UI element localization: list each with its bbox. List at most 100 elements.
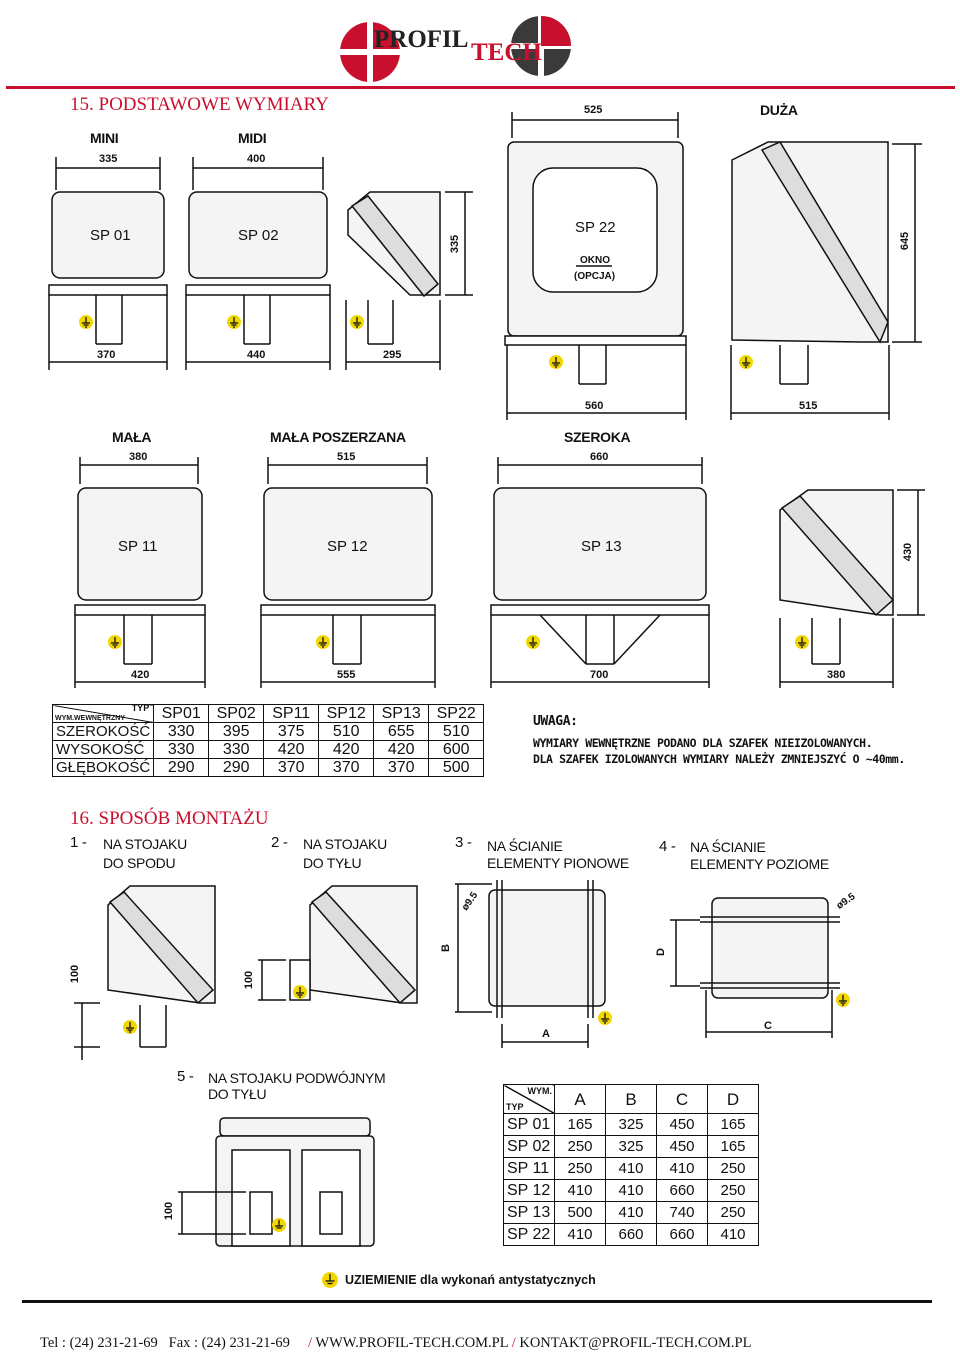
legend-text: UZIEMIENIE dla wykonań antystatycznych [345,1273,596,1287]
row-label: SP 11 [503,1157,555,1180]
table-cell: 370 [373,758,430,777]
method-3-line-1: NA ŚCIANIE [487,838,563,854]
method-5-line-1: NA STOJAKU PODWÓJNYM [208,1070,386,1086]
table-cell: 660 [605,1223,657,1246]
cabinet-sp13: SP 13 [581,538,622,555]
dim-side-small-depth: 295 [383,349,402,361]
double-stand-drawing [178,1117,375,1247]
label-duza: DUŻA [760,102,798,118]
row-label: SZEROKOŚĆ [51,722,155,741]
method-4-line-2: ELEMENTY POZIOME [690,856,829,872]
method-3-num: 3 - [455,834,472,851]
table-cell: 410 [605,1157,657,1180]
label-mala: MAŁA [112,429,152,445]
mounting-drawings [74,880,851,1060]
table-cell: 250 [707,1179,759,1202]
header-rule [6,86,955,89]
dim-big-width: 525 [584,104,603,116]
label-mala-poszerzana: MAŁA POSZERZANA [270,429,406,445]
method-5-line-2: DO TYŁU [208,1086,267,1102]
method-1-num: 1 - [70,834,87,851]
row-label: SP 13 [503,1201,555,1224]
method-2-line-1: NA STOJAKU [303,836,387,852]
dim-mini-width: 335 [99,153,118,165]
logo-text-profil: PROFIL [374,26,469,53]
mount-table-corner: WYM. TYP [503,1084,555,1114]
label-midi: MIDI [238,130,267,146]
table-cell: 290 [153,758,210,777]
dim-m3-b: B [439,944,452,952]
method-4-num: 4 - [659,838,676,855]
table-cell: 330 [153,740,210,759]
footer: Tel : (24) 231-21-69 Fax : (24) 231-21-6… [40,1335,751,1352]
table-cell: 655 [373,722,430,741]
footer-tel: Tel : (24) 231-21-69 [40,1335,158,1351]
dim-big-side-depth: 515 [799,400,818,412]
table-row: SZEROKOŚĆ 330 395 375 510 655 510 [51,722,485,741]
mid-row-drawings [74,457,925,688]
table-cell: 250 [707,1157,759,1180]
mount-header: A [554,1084,606,1114]
table-row: GŁĘBOKOŚĆ 290 290 370 370 370 500 [51,758,485,777]
note-line-2: DLA SZAFEK IZOLOWANYCH WYMIARY NALEŻY ZM… [533,752,905,766]
footer-email-link[interactable]: KONTAKT@PROFIL-TECH.COM.PL [519,1335,752,1351]
dim-mala-posz-sub: 555 [337,669,356,681]
table-cell: 740 [656,1201,708,1224]
table-cell: 510 [428,722,485,741]
dim-midi-sub: 440 [247,349,266,361]
dim-m5-100: 100 [163,1201,176,1221]
dim-mini-sub: 370 [97,349,116,361]
cabinet-sp02: SP 02 [238,227,279,244]
table-cell: 450 [656,1113,708,1136]
table-cell: 410 [554,1179,606,1202]
logo-text-tech: TECH [471,39,542,66]
table-cell: 660 [656,1223,708,1246]
section-15-title: 15. PODSTAWOWE WYMIARY [70,94,329,115]
dim-m2-100: 100 [243,970,256,990]
table-cell: 500 [428,758,485,777]
table-cell: 375 [263,722,320,741]
table-cell: 420 [318,740,375,759]
table-cell: 410 [554,1223,606,1246]
dim-mala-posz-width: 515 [337,451,356,463]
table-cell: 325 [605,1135,657,1158]
dim-mid-side-height: 430 [902,542,915,562]
window-option: (OPCJA) [574,271,616,282]
table-corner: TYP WYM.WEWNĘTRZNY [51,703,155,723]
table-header: SP12 [318,704,375,723]
mount-corner-bottom: TYP [506,1102,524,1112]
table-cell: 330 [208,740,265,759]
dim-midi-width: 400 [247,153,266,165]
dim-m4-c: C [764,1020,772,1032]
method-4-line-1: NA ŚCIANIE [690,839,766,855]
table-corner-top: TYP [131,703,150,713]
cabinet-sp12: SP 12 [327,538,368,555]
row-label: SP 02 [503,1135,555,1158]
table-cell: 325 [605,1113,657,1136]
table-header: SP01 [153,704,210,723]
note-title: UWAGA: [533,714,578,729]
cabinet-sp22: SP 22 [575,219,616,236]
dim-big-side-height: 645 [899,231,912,251]
footer-www-link[interactable]: WWW.PROFIL-TECH.COM.PL [315,1335,509,1351]
cabinet-sp11: SP 11 [118,538,158,555]
table-row: WYSOKOŚĆ 330 330 420 420 420 600 [51,740,485,759]
table-cell: 500 [554,1201,606,1224]
mount-corner-top: WYM. [527,1086,553,1096]
top-row-drawings [48,112,922,420]
cabinet-sp01: SP 01 [90,227,131,244]
table-cell: 410 [605,1179,657,1202]
row-label: SP 22 [503,1223,555,1246]
dim-side-small-height: 335 [449,234,462,254]
logo: PROFIL TECH [336,10,581,86]
mount-header: C [656,1084,708,1114]
ground-icon [322,1272,338,1288]
table-cell: 510 [318,722,375,741]
